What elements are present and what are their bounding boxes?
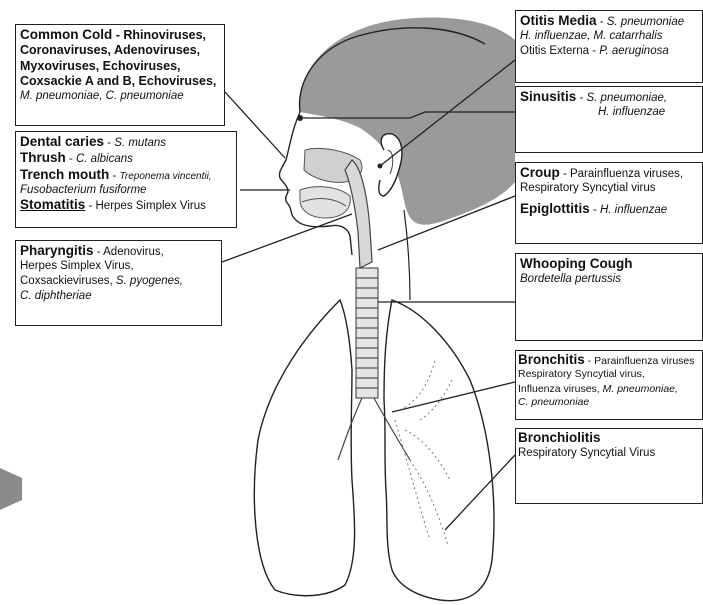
separator: -: [576, 92, 586, 104]
separator: -: [94, 246, 104, 258]
separator: -: [112, 28, 123, 42]
whooping-cough-box: Whooping Cough Bordetella pertussis: [515, 253, 703, 341]
trench-mouth-agent-2: Fusobacterium fusiforme: [20, 183, 232, 197]
common-cold-bacteria-line: M. pneumoniae, C. pneumoniae: [20, 89, 220, 103]
croup-agent-line: Respiratory Syncytial virus: [520, 181, 698, 195]
pharyngitis-box: Pharyngitis - Adenovirus, Herpes Simplex…: [15, 240, 222, 326]
otitis-externa-title: Otitis Externa: [520, 45, 589, 57]
bronchitis-title: Bronchitis: [518, 352, 585, 367]
separator: -: [590, 204, 600, 216]
bronchiolitis-agent: Respiratory Syncytial Virus: [518, 446, 700, 460]
trench-mouth-title: Trench mouth: [20, 167, 109, 182]
otitis-media-title: Otitis Media: [520, 13, 597, 28]
edge-decoration: [0, 468, 22, 510]
epiglottitis-title: Epiglottitis: [520, 201, 590, 216]
common-cold-title: Common Cold: [20, 27, 112, 42]
bronchiolitis-title: Bronchiolitis: [518, 430, 700, 446]
separator: -: [104, 137, 114, 149]
common-cold-agents-line: Coronaviruses, Adenoviruses,: [20, 43, 220, 58]
separator: -: [589, 45, 599, 57]
bronchitis-agent: Parainfluenza viruses: [594, 355, 694, 367]
separator: -: [66, 153, 76, 165]
common-cold-box: Common Cold - Rhinoviruses, Coronaviruse…: [15, 24, 225, 126]
pharyngitis-agent: Adenovirus,: [103, 246, 164, 258]
bronchitis-agent-line: Respiratory Syncytial virus,: [518, 368, 700, 381]
separator: -: [85, 200, 95, 212]
dental-caries-agent: S. mutans: [114, 137, 166, 149]
stomatitis-title: Stomatitis: [20, 197, 85, 212]
sinusitis-box: Sinusitis - S. pneumoniae, H. influenzae: [515, 86, 703, 153]
pharyngitis-bacteria: S. pyogenes,: [116, 275, 183, 287]
bronchitis-bacteria-line: C. pneumoniae: [518, 396, 700, 409]
separator: -: [585, 355, 594, 367]
otitis-media-agent: S. pneumoniae: [607, 16, 684, 28]
oral-infections-box: Dental caries - S. mutans Thrush - C. al…: [15, 131, 237, 228]
otitis-box: Otitis Media - S. pneumoniae H. influenz…: [515, 10, 703, 83]
bronchitis-box: Bronchitis - Parainfluenza viruses Respi…: [515, 350, 703, 420]
dental-caries-title: Dental caries: [20, 134, 104, 149]
common-cold-agents-line: Myxoviruses, Echoviruses,: [20, 59, 220, 74]
separator: -: [560, 168, 570, 180]
stomatitis-agent: Herpes Simplex Virus: [96, 200, 206, 212]
pharyngitis-bacteria-line: C. diphtheriae: [20, 289, 217, 303]
pharyngitis-agent-line: Coxsackieviruses,: [20, 275, 116, 287]
pharynx: [345, 160, 372, 268]
croup-box: Croup - Parainfluenza viruses, Respirato…: [515, 162, 703, 244]
pharyngitis-title: Pharyngitis: [20, 243, 94, 258]
epiglottitis-agent: H. influenzae: [600, 204, 667, 216]
sinusitis-agent-line: H. influenzae: [520, 105, 698, 119]
pharyngitis-agent-line: Herpes Simplex Virus,: [20, 259, 217, 273]
trench-mouth-agent: Treponema vincentii,: [120, 171, 212, 182]
separator: -: [109, 170, 119, 182]
common-cold-agents-line: Coxsackie A and B, Echoviruses,: [20, 74, 220, 89]
bronchitis-bacteria: M. pneumoniae,: [603, 383, 678, 395]
neck: [404, 210, 410, 300]
thrush-agent: C. albicans: [76, 153, 133, 165]
thrush-title: Thrush: [20, 150, 66, 165]
sinus-pointer-dot: [297, 115, 303, 121]
ear-pointer-dot: [378, 164, 383, 169]
whooping-cough-title: Whooping Cough: [520, 256, 698, 272]
oral-cavity: [300, 187, 350, 218]
right-lung: [384, 300, 494, 601]
bronchitis-agent-line: Influenza viruses,: [518, 383, 603, 395]
common-cold-agent: Rhinoviruses,: [123, 28, 206, 42]
otitis-externa-agent: P. aeruginosa: [599, 45, 668, 57]
left-lung: [254, 300, 354, 596]
separator: -: [597, 16, 607, 28]
sinusitis-agent: S. pneumoniae,: [587, 92, 668, 104]
croup-agent: Parainfluenza viruses,: [570, 168, 683, 180]
whooping-cough-agent: Bordetella pertussis: [520, 272, 698, 286]
otitis-media-agent-line: H. influenzae, M. catarrhalis: [520, 29, 698, 43]
croup-title: Croup: [520, 165, 560, 180]
bronchiolitis-box: Bronchiolitis Respiratory Syncytial Viru…: [515, 428, 703, 504]
sinusitis-title: Sinusitis: [520, 89, 576, 104]
